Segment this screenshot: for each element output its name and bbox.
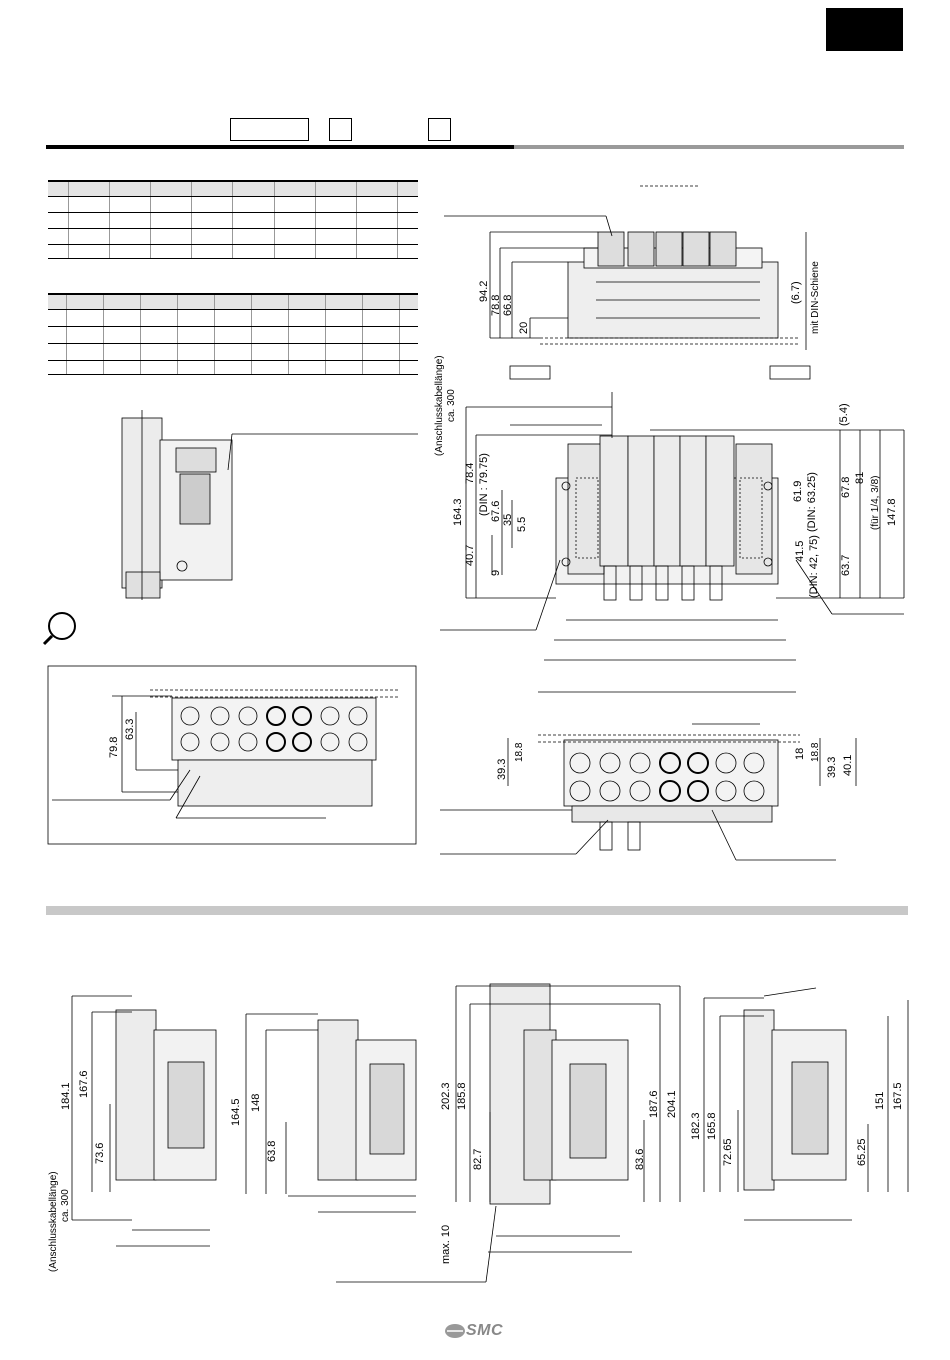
- header-rule-gray: [514, 145, 904, 149]
- dim-front-din-63-25: (DIN: 63.25): [806, 472, 818, 532]
- page-tab: [826, 8, 903, 51]
- dim-top-6-7: (6.7): [790, 281, 802, 304]
- smc-logo-text: SMC: [466, 1322, 504, 1339]
- dim-sv4-151: 151: [874, 1091, 886, 1110]
- dim-sv4-72-65: 72.65: [722, 1138, 734, 1166]
- dim-sv2-148: 148: [250, 1093, 262, 1112]
- dim-bottom-18-8-left: 18.8: [514, 742, 525, 762]
- dim-top-78-8: 78.8: [490, 294, 502, 316]
- smc-logo-icon: [445, 1324, 465, 1338]
- dim-front-din-79-75: (DIN : 79.75): [478, 453, 490, 516]
- option-box: [329, 118, 352, 141]
- bottom-view-manifold: [440, 723, 857, 861]
- left-side-view: [121, 410, 418, 600]
- magnifier-icon: [42, 612, 76, 646]
- dim-sv4-65-25: 65.25: [856, 1138, 868, 1166]
- dimension-table-2: [48, 293, 418, 375]
- dim-sv3-185-8: 185.8: [456, 1082, 468, 1110]
- dim-bottom-39-3-left: 39.3: [496, 758, 508, 780]
- dim-sv2-63-8: 63.8: [266, 1140, 278, 1162]
- dim-top-66-8: 66.8: [502, 294, 514, 316]
- dim-sv3-82-7: 82.7: [472, 1148, 484, 1170]
- dim-front-147-8: 147.8: [886, 498, 898, 526]
- dim-front-78-4: 78.4: [464, 462, 476, 484]
- header-rule: [46, 145, 514, 149]
- dim-top-94-2: 94.2: [478, 280, 490, 302]
- smc-logo: SMC: [444, 1322, 514, 1340]
- dim-sv3-max-10: max. 10: [440, 1224, 452, 1264]
- sv1-cable-length: ca. 300: [60, 1189, 71, 1222]
- dim-front-63-7: 63.7: [840, 554, 852, 576]
- dim-front-81: 81: [854, 471, 866, 484]
- dim-bottom-18-8-right: 18.8: [810, 742, 821, 762]
- dimension-table-1: [48, 180, 418, 259]
- dim-bottom-18: 18: [794, 747, 806, 760]
- dim-sv1-184-1: 184.1: [60, 1082, 72, 1110]
- dim-sv1-73-6: 73.6: [94, 1142, 106, 1164]
- dim-front-5-5: 5.5: [516, 516, 528, 532]
- dim-top-20: 20: [518, 321, 530, 334]
- dim-inset-79-8: 79.8: [108, 736, 120, 758]
- dim-front-61-9: 61.9: [792, 480, 804, 502]
- inset-detail: [47, 665, 417, 845]
- dim-front-fuer-1-4-3-8: (für 1/4, 3/8): [870, 475, 881, 530]
- section-divider: [46, 906, 908, 915]
- front-view-manifold: [440, 392, 905, 693]
- dim-bottom-40-1: 40.1: [842, 754, 854, 776]
- cable-length-note: (Anschlusskabellänge): [434, 355, 445, 456]
- dim-sv2-164-5: 164.5: [230, 1098, 242, 1126]
- side-view-1: [71, 995, 217, 1247]
- dim-sv3-204-1: 204.1: [666, 1090, 678, 1118]
- cable-length: ca. 300: [446, 389, 457, 422]
- side-view-3: [336, 983, 681, 1283]
- dim-sv1-167-6: 167.6: [78, 1070, 90, 1098]
- dim-sv4-167-5: 167.5: [892, 1082, 904, 1110]
- dim-front-164-3: 164.3: [452, 498, 464, 526]
- model-code-box: [230, 118, 309, 141]
- dim-sv3-187-6: 187.6: [648, 1090, 660, 1118]
- dim-bottom-39-3-right: 39.3: [826, 756, 838, 778]
- side-view-2: [245, 1013, 417, 1213]
- dim-sv4-165-8: 165.8: [706, 1112, 718, 1140]
- dim-sv3-202-3: 202.3: [440, 1082, 452, 1110]
- dim-front-9: 9: [490, 569, 502, 576]
- dim-front-35: 35: [502, 513, 514, 526]
- dim-front-40-7: 40.7: [464, 544, 476, 566]
- dim-front-67-6: 67.6: [490, 500, 502, 522]
- top-view-manifold: [444, 185, 811, 380]
- dim-sv4-182-3: 182.3: [690, 1112, 702, 1140]
- dim-front-din-42-75: (DIN: 42, 75): [808, 535, 820, 598]
- din-rail-note: mit DIN-Schiene: [810, 261, 821, 334]
- dim-inset-63-3: 63.3: [124, 718, 136, 740]
- side-view-4: [703, 987, 909, 1221]
- dim-front-41-5: 41.5: [794, 540, 806, 562]
- dim-front-5-4: (5.4): [838, 403, 850, 426]
- sv1-cable-note: (Anschlusskabellänge): [48, 1171, 59, 1272]
- dim-sv3-83-6: 83.6: [634, 1148, 646, 1170]
- option-box: [428, 118, 451, 141]
- dim-front-67-8: 67.8: [840, 476, 852, 498]
